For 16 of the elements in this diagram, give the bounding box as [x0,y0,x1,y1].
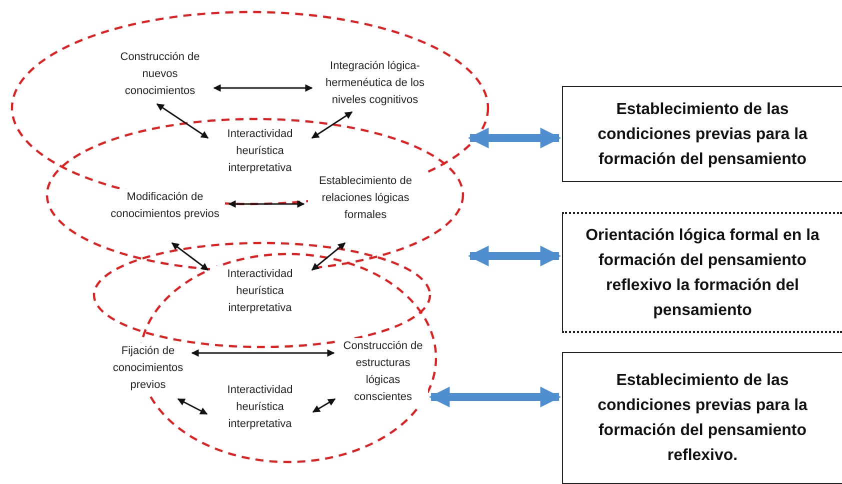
double-arrow [468,246,562,266]
stage-box: Establecimiento de las condiciones previas para la formación del pensamiento [562,86,842,182]
concept-label: Construcción de estructuras lógicas conscientes [338,337,428,407]
arrow [191,349,335,357]
arrow [177,398,208,415]
arrow [156,103,209,139]
arrow [171,242,209,271]
arrow [311,242,346,271]
arrow [312,398,336,413]
arrow [213,84,313,92]
arrow [311,111,353,139]
stage-box: Establecimiento de las condiciones previas para la formación del pensamiento reflexivo. [562,352,842,484]
stage-box: Orientación lógica formal en la formación del pensamiento reflexivo la formación del pensamiento [562,212,842,333]
double-arrow [428,386,562,408]
arrow [228,200,305,208]
double-arrow [468,128,562,148]
